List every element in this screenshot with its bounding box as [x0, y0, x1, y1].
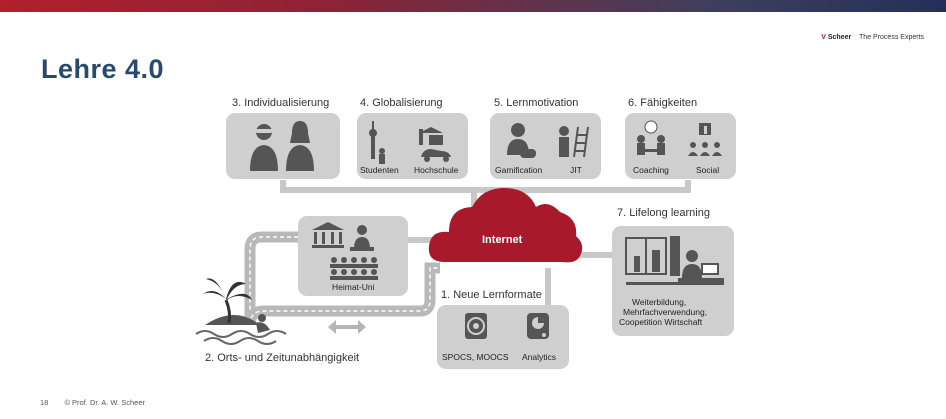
box-globalisierung: Studenten Hochschule — [357, 113, 468, 179]
internet-label: Internet — [482, 234, 523, 246]
analytics-drive-icon — [527, 313, 549, 339]
university-building-icon — [419, 127, 451, 162]
university-icon — [312, 222, 344, 248]
caption-coaching: Coaching — [633, 165, 669, 175]
label-individualisierung: 3. Individualisierung — [232, 97, 330, 109]
copyright: © Prof. Dr. A. W. Scheer — [64, 398, 145, 407]
box-individualisierung — [226, 113, 340, 179]
brand-logo: V Scheer The Process Experts — [821, 34, 924, 41]
lernmotivation-icons — [507, 123, 589, 158]
brand-name: Scheer — [827, 34, 852, 41]
caption-heimat-uni: Heimat-Uni — [332, 282, 375, 292]
lifelong-text-line-2: Mehrfachverwendung, — [623, 307, 708, 317]
lernformate-icons — [465, 313, 549, 339]
label-globalisierung: 4. Globalisierung — [360, 97, 443, 109]
office-worker-icon — [625, 236, 724, 285]
social-network-icon — [688, 123, 722, 156]
box-neue-lernformate: SPOCS, MOOCS Analytics — [437, 305, 569, 369]
page-number: 18 — [40, 398, 49, 407]
audience-icon — [330, 257, 378, 280]
lifelong-text-line-1: Weiterbildung, — [632, 297, 687, 307]
faehigkeiten-icons — [637, 120, 722, 156]
slide-title: Lehre 4.0 — [41, 54, 165, 84]
double-arrow-icon — [328, 320, 366, 334]
caption-gamification: Gamification — [495, 165, 543, 175]
teacher-icon — [350, 225, 374, 251]
box-heimat-uni: Heimat-Uni — [298, 216, 408, 296]
box-faehigkeiten: Coaching Social — [625, 113, 736, 179]
two-persons-icon — [250, 121, 314, 171]
footer: 18 © Prof. Dr. A. W. Scheer — [40, 398, 145, 407]
caption-hochschule: Hochschule — [414, 165, 459, 175]
person-with-ladder-icon — [559, 126, 589, 158]
caption-analytics: Analytics — [522, 352, 557, 362]
media-player-icon — [465, 313, 487, 339]
label-lifelong-learning: 7. Lifelong learning — [617, 207, 710, 219]
heimat-uni-icons — [312, 222, 378, 280]
box-lifelong-learning: Weiterbildung, Mehrfachverwendung, Coope… — [612, 226, 734, 336]
brand-tagline: The Process Experts — [859, 34, 924, 41]
caption-studenten: Studenten — [360, 165, 399, 175]
coaching-icon — [637, 120, 665, 155]
caption-spocs-moocs: SPOCS, MOOCS — [442, 352, 509, 362]
scheer-logo-mark: V — [821, 34, 826, 41]
island-icon — [195, 278, 287, 345]
gamer-icon — [507, 123, 536, 158]
label-faehigkeiten: 6. Fähigkeiten — [628, 97, 698, 109]
label-lernmotivation: 5. Lernmotivation — [494, 97, 579, 109]
tv-tower-icon — [369, 121, 385, 164]
top-color-bar — [0, 0, 946, 12]
lifelong-text-line-3: Coopetition Wirtschaft — [619, 317, 703, 327]
internet-cloud — [428, 188, 583, 263]
label-neue-lernformate: 1. Neue Lernformate — [441, 289, 542, 301]
road-path — [244, 231, 440, 326]
box-lernmotivation: Gamification JIT — [490, 113, 601, 179]
caption-social: Social — [696, 165, 720, 175]
label-orts-zeitunabhaengigkeit: 2. Orts- und Zeitunabhängigkeit — [205, 352, 360, 364]
caption-jit: JIT — [570, 165, 582, 175]
globalisierung-icons — [369, 121, 451, 164]
